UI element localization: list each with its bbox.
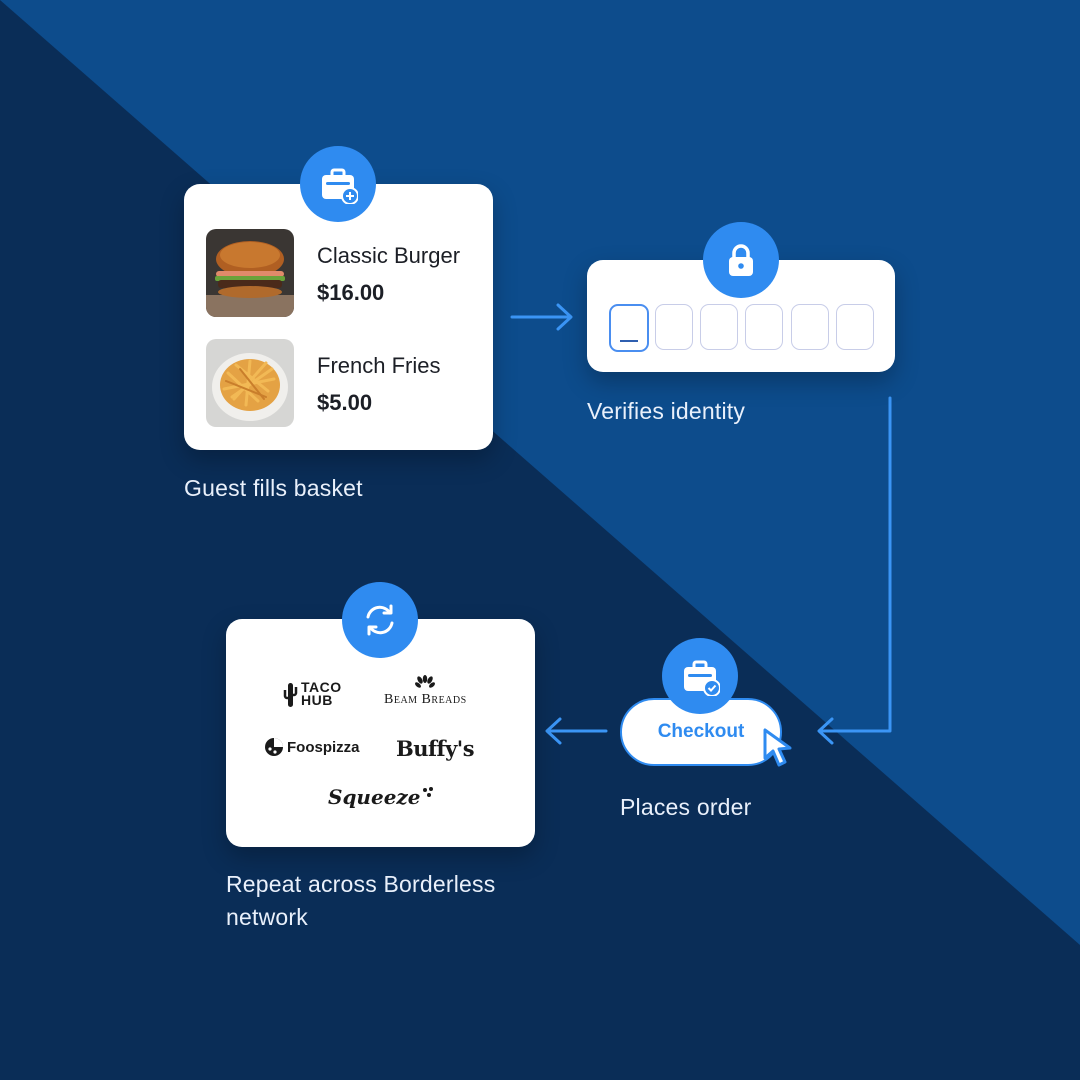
verify-card xyxy=(587,260,895,372)
caption-repeat-line2: network xyxy=(226,904,308,930)
pizza-icon xyxy=(265,738,283,756)
arrow-checkout-to-repeat xyxy=(545,717,608,745)
taco-hub-logo-line2: HUB xyxy=(301,692,333,708)
code-digit-box[interactable] xyxy=(655,304,693,350)
caption-places-order: Places order xyxy=(620,794,752,820)
item-price-burger: $16.00 xyxy=(317,280,385,305)
code-digit-box[interactable] xyxy=(609,304,649,352)
item-name-burger: Classic Burger xyxy=(317,243,461,268)
code-digit-box[interactable] xyxy=(700,304,738,350)
taco-hub-logo-line1: TACO xyxy=(301,679,342,695)
wheat-icon xyxy=(415,675,436,688)
foospizza-logo-text: Foospizza xyxy=(287,738,360,756)
fries-image xyxy=(206,339,294,427)
caption-verifies-identity: Verifies identity xyxy=(587,398,746,424)
squeeze-logo: Squeeze xyxy=(328,785,436,809)
beam-breads-logo-text: Beam Breads xyxy=(384,692,467,707)
text-caret xyxy=(620,340,638,342)
refresh-icon xyxy=(342,582,418,658)
beam-breads-logo: Beam Breads xyxy=(384,675,467,708)
cactus-icon xyxy=(283,683,298,707)
connector-verify-to-checkout xyxy=(817,396,892,745)
caption-repeat-line1: Repeat across Borderless xyxy=(226,871,496,897)
caption-repeat-across-network: Repeat across Borderless network xyxy=(226,868,495,934)
caption-guest-fills-basket: Guest fills basket xyxy=(184,475,363,501)
buffys-logo: Buffy's xyxy=(396,736,475,761)
item-name-fries: French Fries xyxy=(317,353,441,378)
code-digit-box[interactable] xyxy=(745,304,783,350)
taco-hub-logo: TACO HUB xyxy=(282,679,342,708)
shopping-bag-check-icon xyxy=(662,638,738,714)
code-digit-box[interactable] xyxy=(791,304,829,350)
mouse-cursor-icon xyxy=(763,728,792,767)
shopping-bag-add-icon xyxy=(300,146,376,222)
squeeze-logo-text: Squeeze xyxy=(328,785,421,809)
droplets-icon xyxy=(422,787,433,797)
arrow-basket-to-verify xyxy=(510,303,573,331)
background-diagonal-panel xyxy=(0,0,1080,945)
item-price-fries: $5.00 xyxy=(317,390,373,415)
code-digit-box[interactable] xyxy=(836,304,874,350)
foospizza-logo: Foospizza xyxy=(264,737,360,757)
burger-image xyxy=(206,229,294,317)
lock-icon xyxy=(703,222,779,298)
basket-card: Classic Burger $16.00 xyxy=(184,184,493,450)
